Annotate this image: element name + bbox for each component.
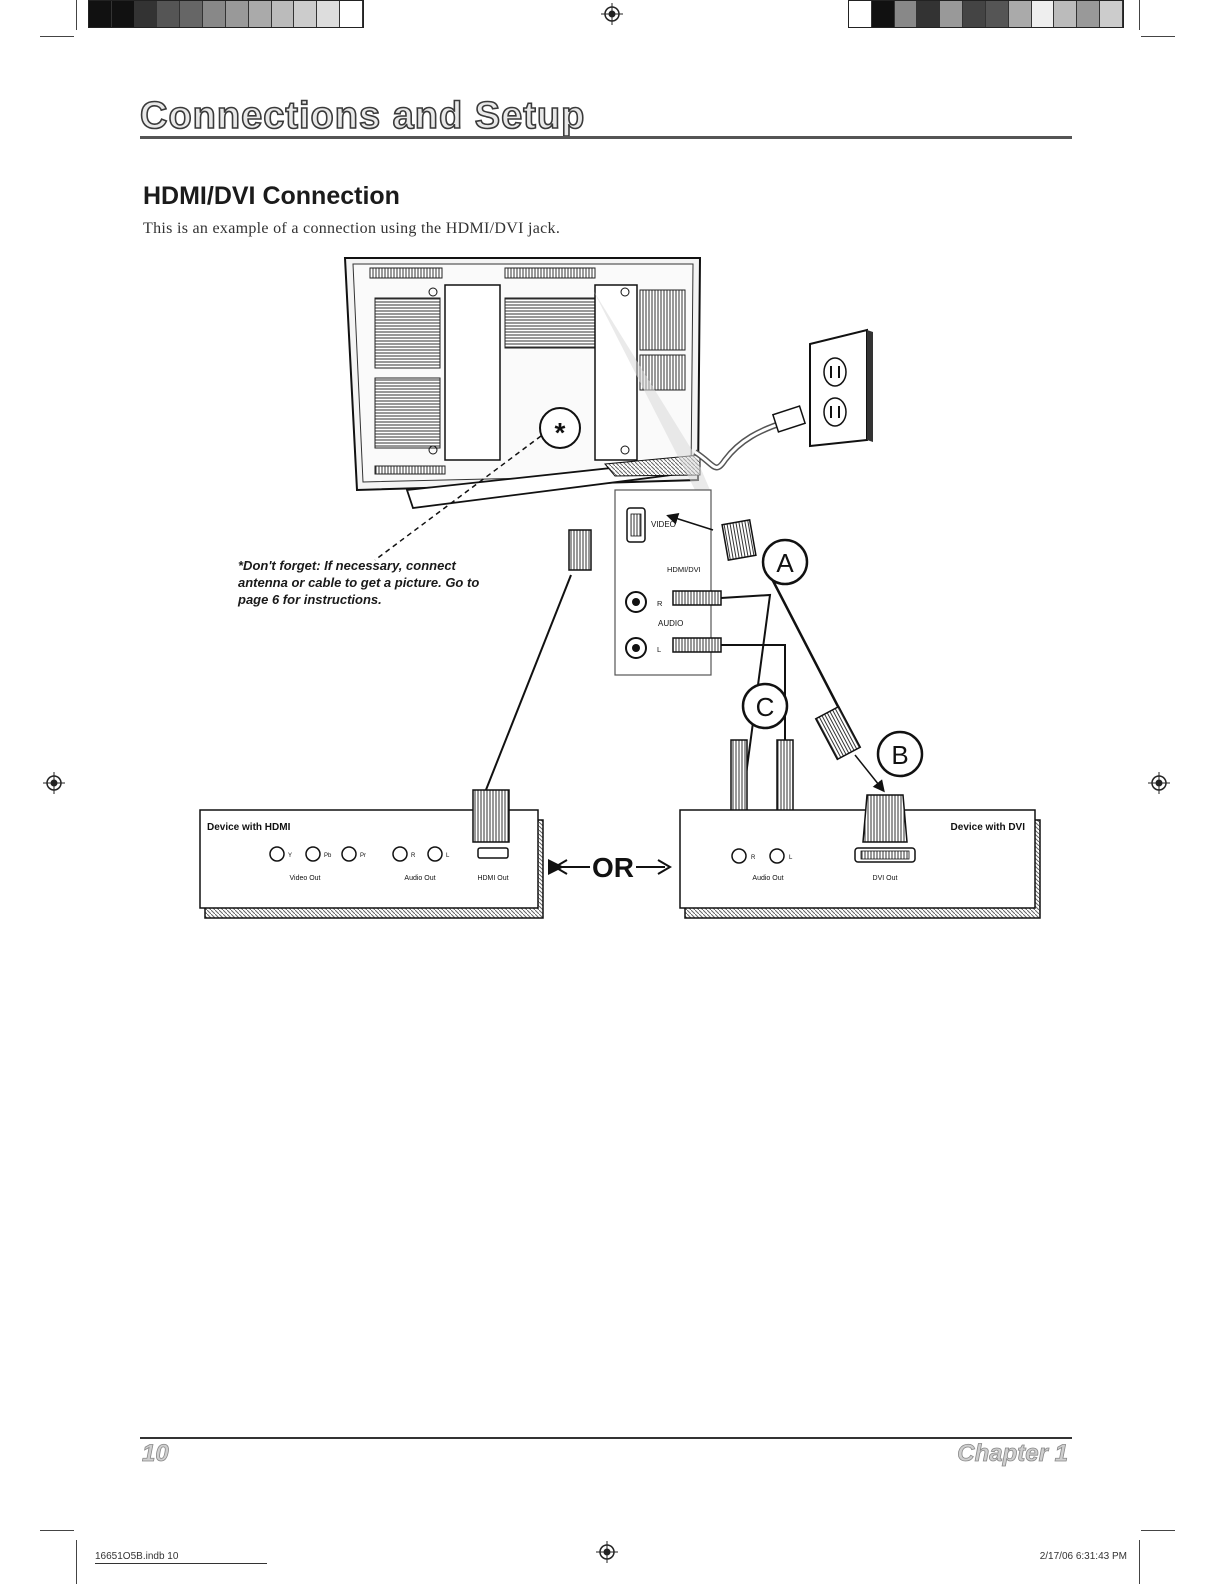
hdmi-plug-tv-right bbox=[721, 518, 757, 562]
rca-plug-white bbox=[672, 637, 722, 653]
hdmi-dvi-connection-diagram: VIDEO HDMI/DVI R AUDIO L * A B bbox=[199, 257, 1041, 919]
device-hdmi-title: Device with HDMI bbox=[207, 822, 291, 833]
trim-mark bbox=[1141, 36, 1175, 37]
or-divider: OR bbox=[548, 852, 672, 883]
jack-label-pr: Pr bbox=[360, 853, 366, 859]
device-hdmi-jack-r: R bbox=[411, 853, 416, 859]
asterisk-callout-symbol: * bbox=[555, 417, 566, 448]
trim-mark bbox=[40, 36, 74, 37]
device-hdmi-jack-l: L bbox=[446, 853, 450, 859]
device-with-dvi: Device with DVI R L Audio Out DVI Out bbox=[679, 794, 1041, 919]
dvi-out-label: DVI Out bbox=[873, 875, 898, 882]
intro-text: This is an example of a connection using… bbox=[143, 220, 561, 237]
device-dvi-audio-out-label: Audio Out bbox=[752, 875, 783, 882]
callout-a: A bbox=[761, 538, 809, 586]
dvi-adapter bbox=[862, 794, 908, 843]
print-slug-underline bbox=[95, 1563, 267, 1564]
device-dvi-jack-r: R bbox=[751, 855, 756, 861]
hdmi-plug-tv-left bbox=[568, 529, 592, 571]
chapter-label: Chapter 1 bbox=[957, 1440, 1069, 1468]
note-leader-line bbox=[374, 435, 542, 561]
printer-color-bar-left bbox=[88, 0, 364, 28]
tv-audio-r-label: R bbox=[657, 599, 663, 608]
print-slug-date: 2/17/06 6:31:43 PM bbox=[1039, 1551, 1127, 1562]
rca-plug-device-l bbox=[776, 739, 794, 821]
registration-mark-icon bbox=[43, 772, 65, 794]
trim-mark bbox=[76, 1540, 77, 1584]
page-number: 10 bbox=[142, 1440, 169, 1468]
section-title: Connections and Setup bbox=[139, 94, 586, 138]
hdmi-plug-device bbox=[472, 789, 510, 843]
trim-mark bbox=[40, 1530, 74, 1531]
tv-audio-l-label: L bbox=[657, 645, 661, 654]
power-plug bbox=[771, 405, 807, 433]
rca-plug-device-r bbox=[730, 739, 748, 821]
printer-color-bar-right bbox=[848, 0, 1124, 28]
or-text: OR bbox=[592, 852, 634, 883]
trim-mark bbox=[1139, 0, 1140, 30]
registration-mark-icon bbox=[601, 3, 623, 25]
trim-mark bbox=[1141, 1530, 1175, 1531]
device-hdmi-audio-out-label: Audio Out bbox=[404, 875, 435, 882]
antenna-reminder-note: *Don't forget: If necessary, connect ant… bbox=[238, 558, 480, 607]
tv-hdmi-dvi-label: HDMI/DVI bbox=[667, 565, 701, 574]
hdmi-plug-dvi-side bbox=[814, 705, 862, 761]
trim-mark bbox=[76, 0, 77, 30]
device-dvi-jack-l: L bbox=[789, 855, 793, 861]
hdmi-out-label: HDMI Out bbox=[477, 875, 508, 882]
registration-mark-icon bbox=[1148, 772, 1170, 794]
jack-label-y: Y bbox=[288, 853, 292, 859]
tv-audio-label: AUDIO bbox=[658, 619, 683, 628]
footer-rule bbox=[140, 1437, 1072, 1439]
rca-plug-red bbox=[672, 590, 722, 606]
jack-label-pb: Pb bbox=[324, 853, 332, 859]
callout-b-letter: B bbox=[891, 740, 908, 770]
video-out-label: Video Out bbox=[289, 875, 320, 882]
device-dvi-title: Device with DVI bbox=[951, 822, 1026, 833]
callout-a-letter: A bbox=[776, 548, 794, 578]
callout-c: C bbox=[741, 682, 789, 730]
header-rule bbox=[140, 136, 1072, 139]
hdmi-cable-left bbox=[479, 574, 572, 806]
print-slug-file: 16651O5B.indb 10 bbox=[95, 1551, 179, 1562]
callout-b: B bbox=[876, 730, 924, 778]
asterisk-callout bbox=[539, 407, 581, 449]
trim-mark bbox=[1139, 1540, 1140, 1584]
device-with-hdmi: Device with HDMI Y Pb Pr Video Out R L A… bbox=[199, 789, 544, 919]
subsection-title: HDMI/DVI Connection bbox=[143, 182, 400, 210]
tv-video-label: VIDEO bbox=[651, 520, 676, 529]
registration-mark-icon bbox=[596, 1541, 618, 1563]
callout-c-letter: C bbox=[756, 692, 775, 722]
wall-outlet bbox=[809, 328, 873, 448]
